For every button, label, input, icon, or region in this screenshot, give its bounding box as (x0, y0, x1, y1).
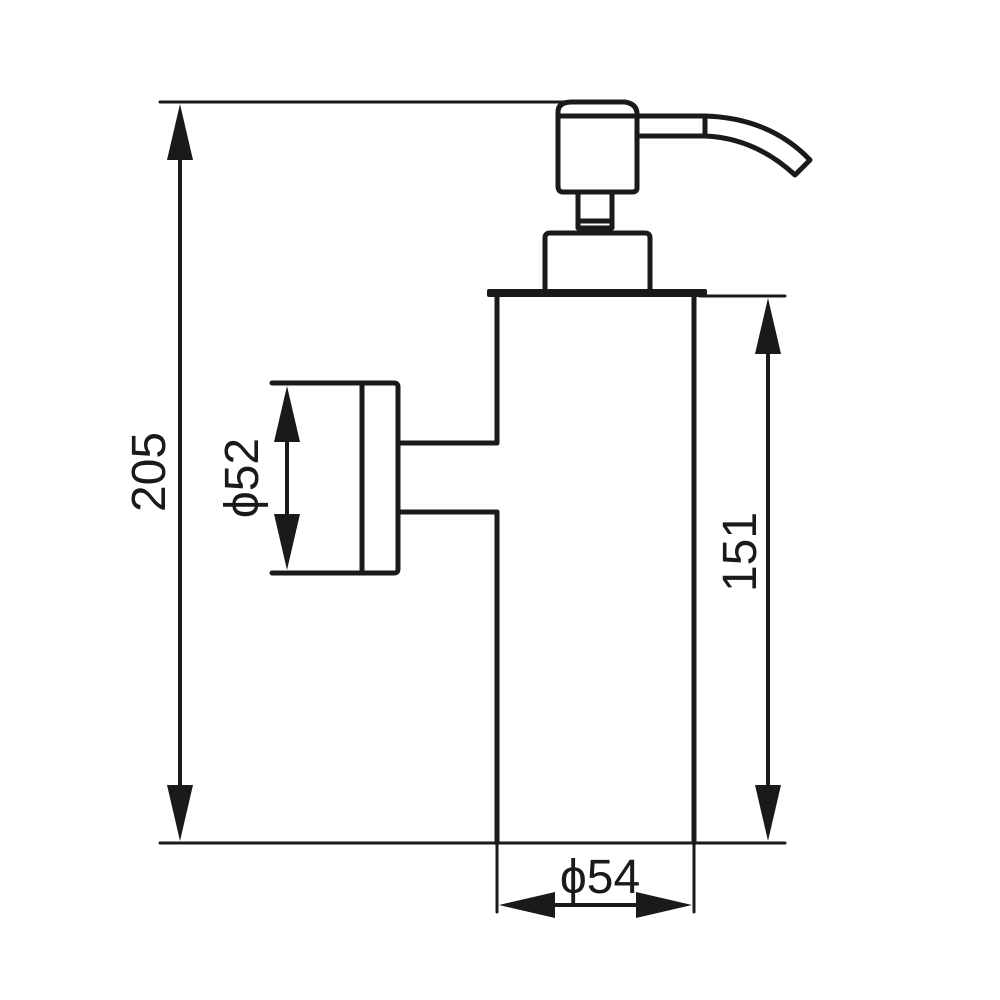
dim-total-height: 205 (123, 432, 176, 512)
body-cylinder (494, 294, 697, 846)
wall-mount (269, 380, 500, 576)
top-plate (487, 289, 707, 297)
extension-lines (158, 100, 787, 914)
dim-mount-diameter: ϕ52 (216, 438, 269, 518)
dimension-lines (178, 138, 770, 907)
dim-body-height: 151 (714, 512, 767, 592)
dim-body-diameter: ϕ54 (560, 851, 640, 904)
pump-head (542, 99, 813, 293)
arrowheads (167, 104, 781, 918)
